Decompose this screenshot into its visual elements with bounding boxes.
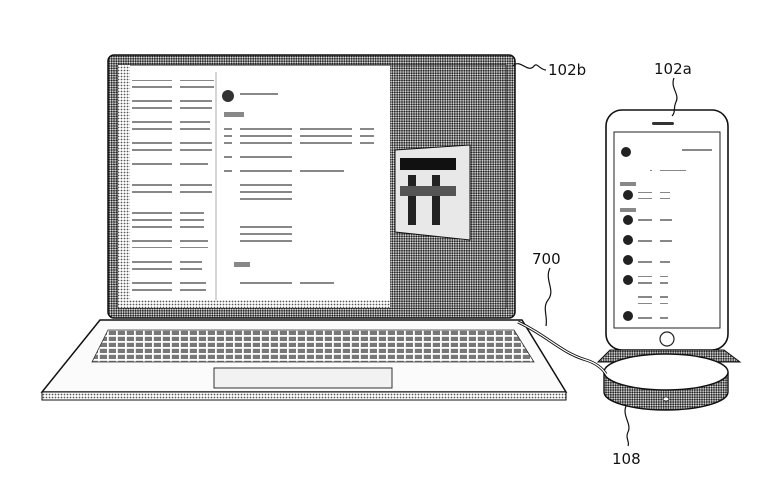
label-102b: 102b — [548, 61, 586, 79]
dock-hub — [596, 349, 742, 411]
phone-home-button — [659, 331, 675, 347]
mail-list-pane — [132, 80, 214, 292]
keyboard — [91, 329, 535, 363]
laptop-device — [40, 54, 568, 401]
leader-700 — [544, 267, 552, 327]
trackpad — [213, 367, 393, 389]
taskbar — [118, 300, 390, 308]
reading-pane — [222, 90, 374, 288]
laptop-front-edge — [41, 391, 567, 401]
phone-speaker — [652, 122, 674, 125]
video-panel — [390, 65, 506, 308]
hub-top — [603, 353, 729, 391]
leader-108 — [624, 405, 630, 447]
leader-102a — [671, 77, 678, 117]
app-rail — [118, 65, 130, 308]
label-108: 108 — [612, 450, 641, 468]
hub-led — [662, 396, 670, 402]
phone-device — [605, 109, 729, 351]
sender-avatar — [222, 90, 234, 102]
phone-screen — [613, 131, 721, 329]
label-700: 700 — [532, 250, 561, 268]
label-102a: 102a — [654, 60, 692, 78]
phone-app-content — [620, 147, 712, 321]
leader-102b — [512, 63, 547, 71]
